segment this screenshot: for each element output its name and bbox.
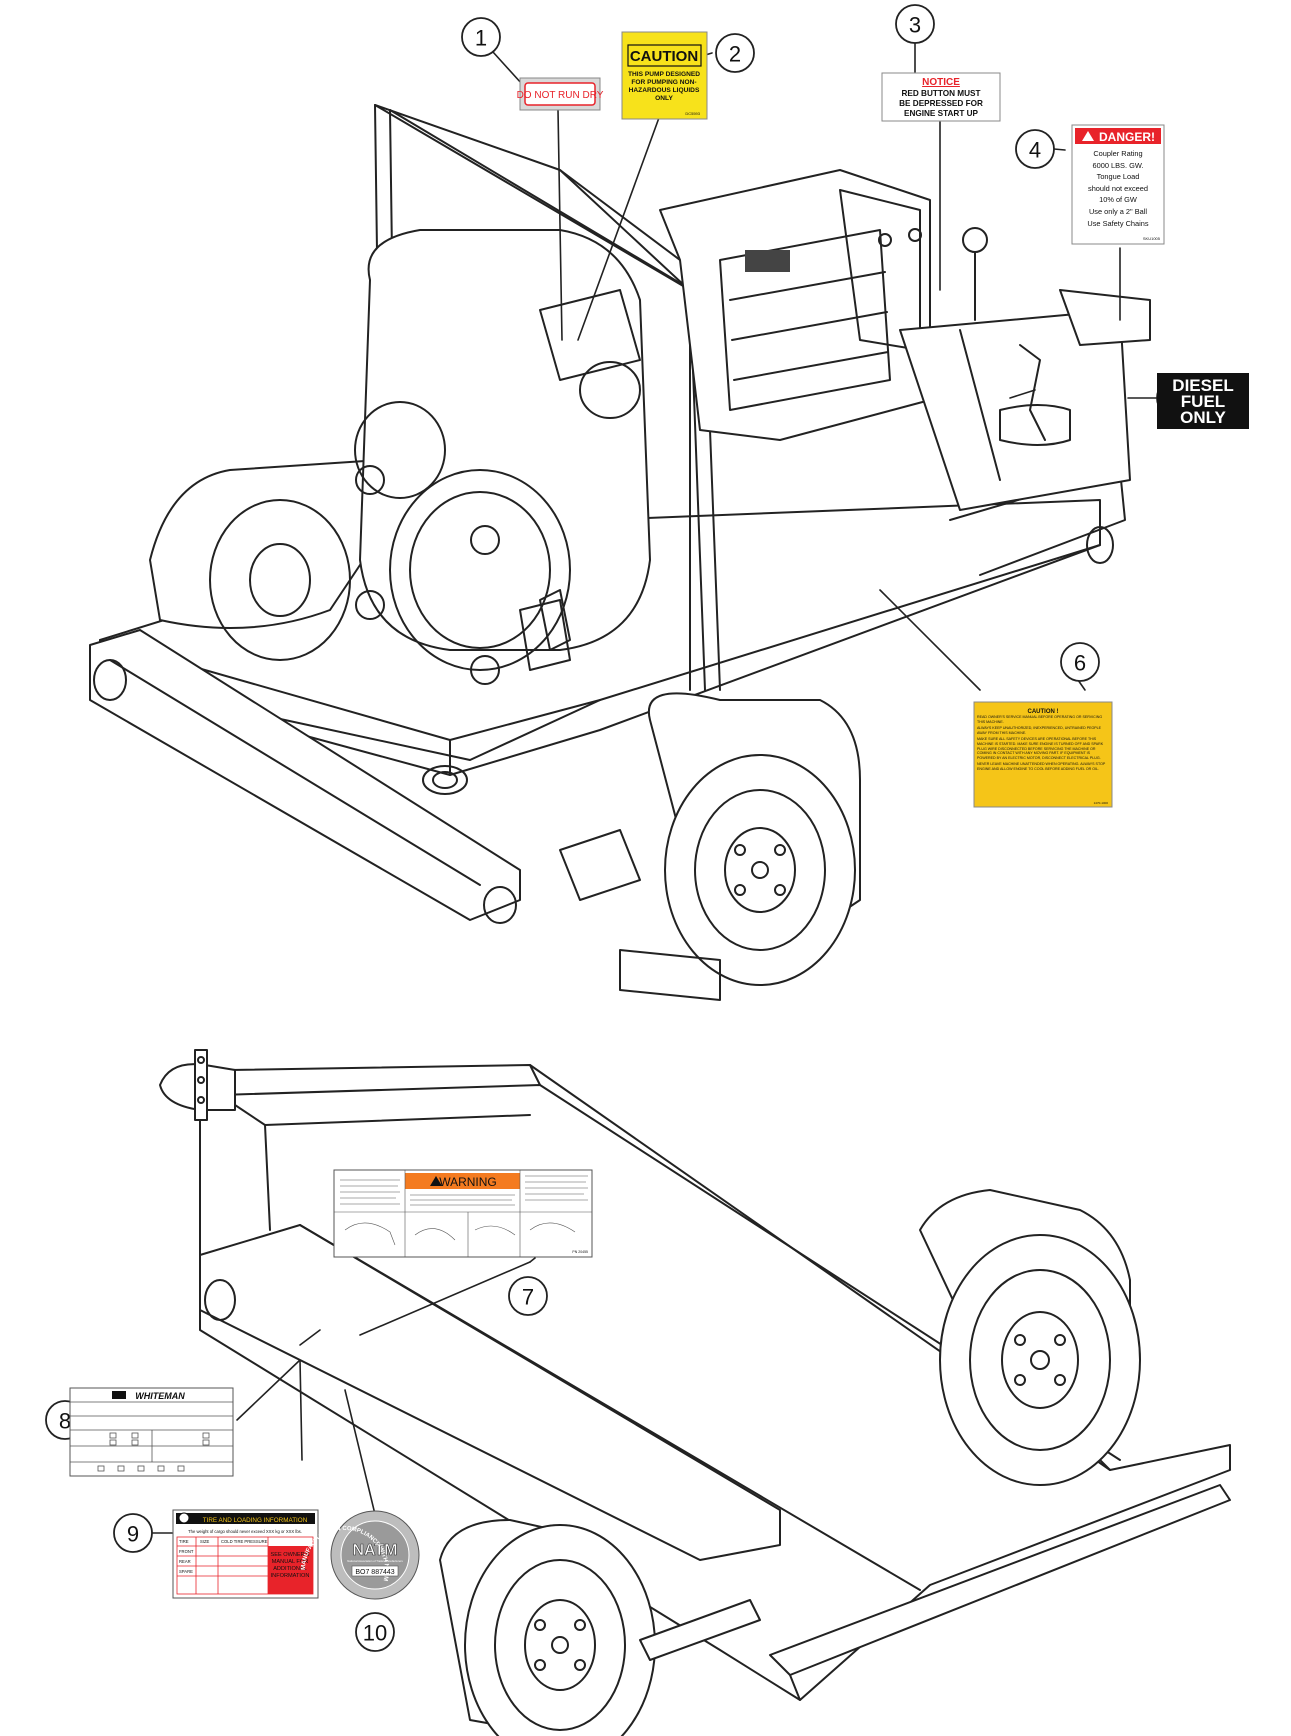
decal-caution-list: CAUTION ! READ OWNER'S SERVICE MANUAL BE… [973, 701, 1113, 808]
decal-10-logo: NATM [352, 1542, 397, 1559]
decal-4-line-2: 6000 LBS. GW. [1093, 161, 1144, 170]
decal-2-line-2: FOR PUMPING NON- [631, 79, 696, 86]
callout-4: 4 [1029, 138, 1041, 163]
decal-6-code: 1470-1000 [1094, 801, 1109, 805]
decal-9-title: TIRE AND LOADING INFORMATION [203, 1517, 308, 1524]
pump-trailer-drawing [89, 104, 1151, 1001]
decal-9-note-2: MANUAL FOR [272, 1559, 308, 1565]
decal-10-serial: BO7 887443 [355, 1569, 394, 1576]
decal-9-col-size: SIZE [200, 1539, 210, 1544]
decal-3-line-1: RED BUTTON MUST [902, 89, 981, 98]
decal-4-line-5: 10% of GW [1099, 195, 1137, 204]
decal-7-title: WARNING [439, 1175, 497, 1189]
decal-6-item-1: READ OWNER'S SERVICE MANUAL BEFORE OPERA… [977, 715, 1103, 724]
decal-3-line-2: BE DEPRESSED FOR [899, 99, 983, 108]
decal-9-row-front: FRONT [179, 1549, 194, 1554]
decal-9-note-1: SEE OWNER'S [271, 1552, 310, 1558]
decal-danger-coupler: DANGER! Coupler Rating 6000 LBS. GW. Ton… [1071, 124, 1165, 245]
decal-6-item-2: ALWAYS KEEP UNAUTHORIZED, INEXPERIENCED,… [977, 726, 1102, 735]
decal-4-title: DANGER! [1099, 130, 1155, 144]
decal-5-line-1: DIESEL [1172, 376, 1233, 395]
decal-5-line-3: ONLY [1180, 408, 1226, 427]
decal-10-sub: National Association of Trailer Manufact… [347, 1559, 403, 1563]
decal-9-col-tire: TIRE [179, 1539, 189, 1544]
decal-4-line-3: Tongue Load [1097, 172, 1140, 181]
decal-caution-pump: CAUTION THIS PUMP DESIGNED FOR PUMPING N… [621, 31, 708, 120]
decal-4-line-7: Use Safety Chains [1087, 219, 1149, 228]
decal-1-text: DO NOT RUN DRY [517, 90, 604, 101]
decal-9-weight: The weight of cargo should never exceed … [188, 1529, 302, 1534]
decal-9-note-3: ADDITIONAL [273, 1566, 307, 1572]
decal-notice-red-button: NOTICE RED BUTTON MUST BE DEPRESSED FOR … [881, 72, 1001, 122]
decal-2-code: DC5593 [685, 111, 700, 116]
decal-2-line-1: THIS PUMP DESIGNED [628, 71, 700, 78]
decal-9-row-spare: SPARE [179, 1569, 193, 1574]
decal-6-item-4: NEVER LEAVE MACHINE UNATTENDED WHEN OPER… [977, 762, 1106, 771]
decal-4-line-1: Coupler Rating [1093, 149, 1142, 158]
decal-9-note-4: INFORMATION [271, 1573, 310, 1579]
decal-2-line-4: ONLY [655, 95, 673, 102]
trailer-drawing [159, 1049, 1231, 1736]
decal-6-title: CAUTION ! [1028, 709, 1059, 715]
decal-tire-loading-info: TIRE AND LOADING INFORMATION The weight … [172, 1509, 319, 1599]
callout-9: 9 [127, 1522, 139, 1547]
decal-9-row-rear: REAR [179, 1559, 191, 1564]
decal-3-line-3: ENGINE START UP [904, 109, 979, 118]
callout-1: 1 [475, 26, 487, 51]
decal-whiteman-plate: WHITEMAN [69, 1387, 234, 1477]
decal-diesel-fuel-only-render: DIESEL FUEL ONLY [1157, 373, 1249, 429]
decal-natm-seal: MANUFACTURED IN COMPLIANCE WITH NATM NAT… [301, 1510, 420, 1600]
decal-4-line-4: should not exceed [1088, 184, 1148, 193]
callout-6: 6 [1074, 651, 1086, 676]
callout-8: 8 [59, 1409, 71, 1434]
decal-7-code: PN 20455 [572, 1250, 588, 1254]
callout-7: 7 [522, 1285, 534, 1310]
callout-3: 3 [909, 13, 921, 38]
decal-2-line-3: HAZARDOUS LIQUIDS [629, 87, 700, 94]
decal-4-code: SKU1005 [1143, 236, 1161, 241]
decal-3-title: NOTICE [922, 77, 960, 88]
decal-5-line-2: FUEL [1181, 392, 1225, 411]
decal-warning-hitch: WARNING PN 20455 [333, 1169, 593, 1258]
decal-2-title: CAUTION [630, 48, 698, 65]
decal-6-item-3: MAKE SURE ALL SAFETY DEVICES ARE OPERATI… [977, 737, 1104, 760]
decal-do-not-run-dry: DO NOT RUN DRY [517, 77, 604, 111]
callout-2: 2 [729, 42, 741, 67]
decal-4-line-6: Use only a 2" Ball [1089, 207, 1147, 216]
decal-9-col-pressure: COLD TIRE PRESSURE [221, 1539, 268, 1544]
callout-10: 10 [363, 1621, 387, 1646]
decal-8-brand: WHITEMAN [135, 1391, 185, 1401]
